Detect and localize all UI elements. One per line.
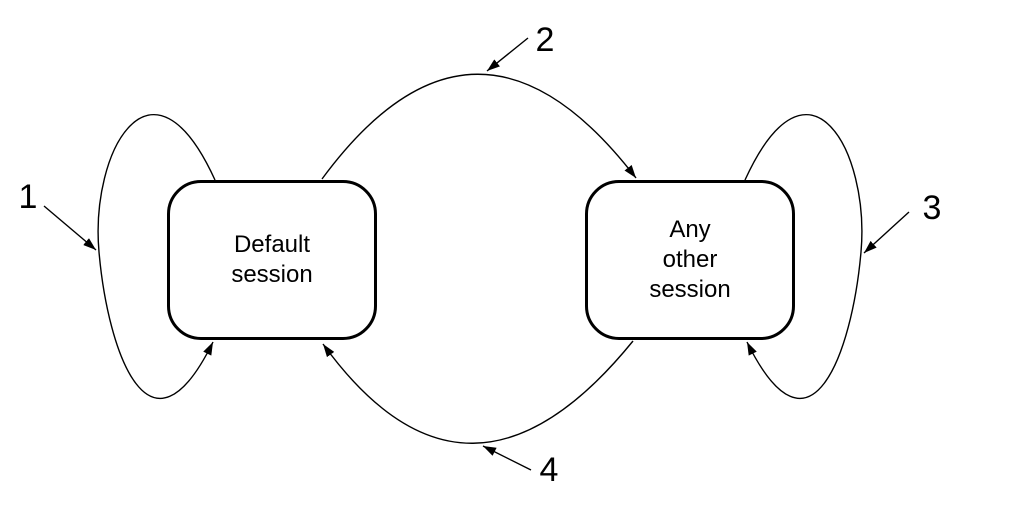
self-loop-3-arrow [744,114,863,399]
self-loop-1-arrow [97,114,216,399]
state-any-other-session-line1: Any [669,216,711,243]
transition-label-3: 3 [922,189,942,227]
state-default-session-line2: session [231,261,313,288]
state-any-other-session-line3: session [649,276,731,303]
transition-label-4: 4 [539,451,559,489]
state-any-other-session-line2: other [662,246,718,273]
label-2-leader-arrow [486,37,529,72]
state-any-other-session: Any other session [585,180,795,340]
state-default-session-line1: Default [233,231,311,258]
transition-label-1: 1 [18,178,38,216]
transition-2-arrow [321,73,637,180]
transition-4-arrow [322,340,634,444]
label-4-leader-arrow [482,445,532,471]
label-1-leader-arrow [43,205,97,251]
transition-label-2: 2 [535,21,555,59]
label-3-leader-arrow [863,211,910,254]
state-default-session: Default session [167,180,377,340]
